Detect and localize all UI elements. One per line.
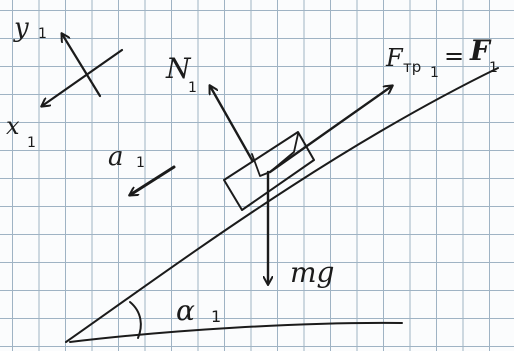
acceleration-arrow (130, 165, 176, 195)
normal-force-arrow (210, 86, 254, 162)
force-f-label: F (469, 34, 492, 67)
friction-force-label: F (385, 44, 404, 72)
acceleration-label: a (108, 142, 124, 172)
friction-force-sub: тр (403, 58, 421, 76)
force-f-index: 1 (489, 60, 498, 76)
incline-base (69, 321, 403, 343)
friction-force-index: 1 (430, 65, 439, 81)
angle-arc (129, 301, 142, 339)
normal-force-vector: N 1 (165, 52, 254, 162)
acceleration-index: 1 (136, 155, 145, 171)
angle-index: 1 (211, 307, 221, 326)
x-axis-index: 1 (27, 135, 36, 151)
x-axis-label: x (6, 112, 20, 140)
equals-sign: = (444, 42, 464, 70)
gravity-label: mg (290, 256, 334, 289)
incline-plane: α 1 (65, 67, 499, 343)
acceleration-vector: a 1 (108, 142, 176, 195)
coordinate-axes: y 1 x 1 (6, 13, 124, 151)
gravity-vector: mg (268, 170, 334, 289)
y-axis-index: 1 (38, 26, 47, 42)
incline-surface (65, 67, 499, 343)
friction-force-vector: F тр 1 = F 1 (268, 34, 498, 174)
normal-force-label: N (165, 52, 192, 85)
friction-force-arrow (268, 86, 392, 174)
x-axis-arrow (42, 48, 124, 106)
angle-label: α (176, 294, 195, 327)
block-outline (223, 131, 315, 211)
y-axis-label: y (13, 13, 29, 43)
normal-force-index: 1 (188, 80, 197, 96)
y-axis-arrow (62, 34, 102, 98)
